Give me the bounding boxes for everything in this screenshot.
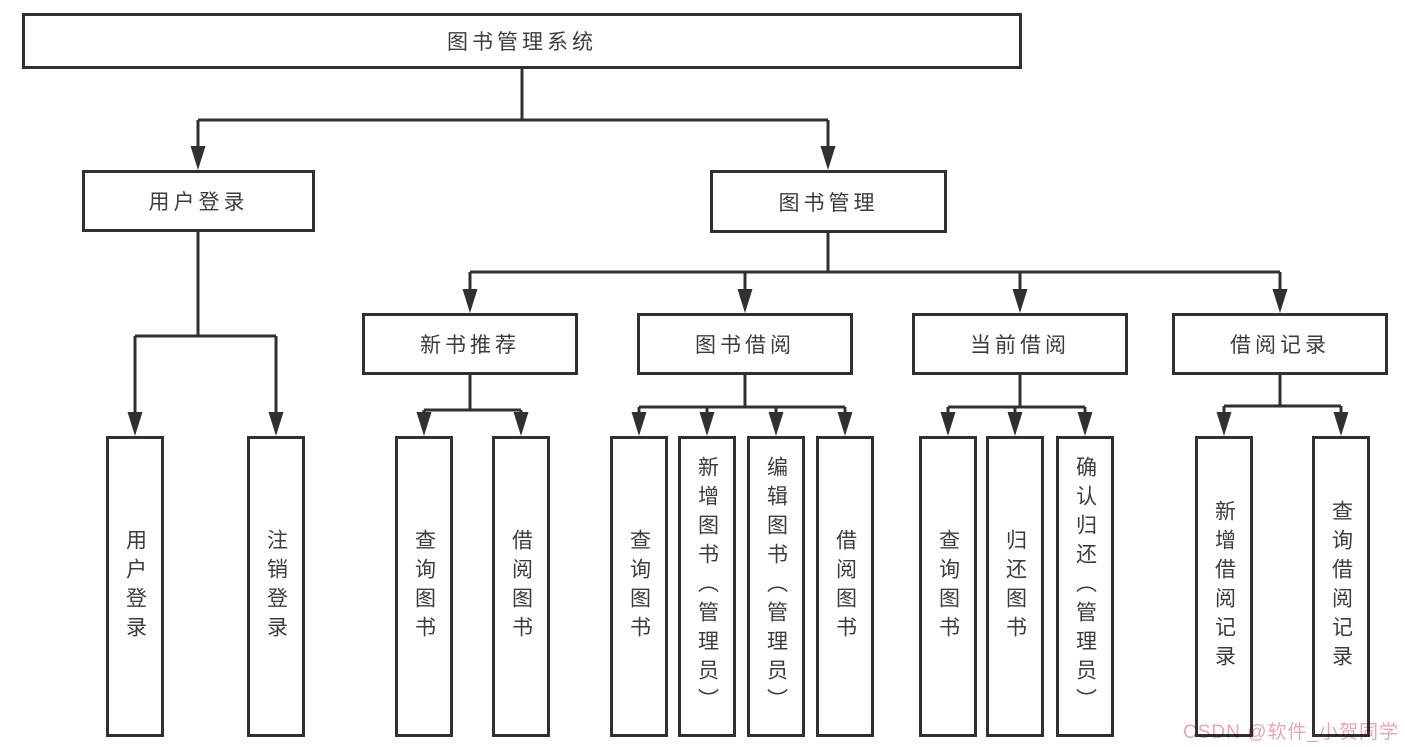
node-book-management-branch: 图书管理 bbox=[710, 170, 947, 233]
leaf-newbook-query-books: 查询图书 bbox=[395, 436, 453, 737]
leaf-borrow-query-books: 查询图书 bbox=[610, 436, 668, 737]
leaf-newbook-borrow-books: 借阅图书 bbox=[492, 436, 550, 737]
leaf-records-add-record: 新增借阅记录 bbox=[1195, 436, 1253, 737]
node-current-borrowing: 当前借阅 bbox=[912, 313, 1128, 375]
node-user-login-branch: 用户登录 bbox=[82, 170, 315, 232]
leaf-current-confirm-return-admin: 确认归还（管理员） bbox=[1056, 436, 1114, 737]
leaf-borrow-borrow-books: 借阅图书 bbox=[816, 436, 874, 737]
leaf-logout: 注销登录 bbox=[247, 436, 305, 737]
node-book-borrowing: 图书借阅 bbox=[637, 313, 853, 375]
leaf-current-return-books: 归还图书 bbox=[986, 436, 1044, 737]
node-new-book-recommend: 新书推荐 bbox=[362, 313, 578, 375]
leaf-records-query-record: 查询借阅记录 bbox=[1312, 436, 1370, 737]
node-library-system: 图书管理系统 bbox=[22, 13, 1022, 69]
leaf-current-query-books: 查询图书 bbox=[919, 436, 977, 737]
leaf-user-login: 用户登录 bbox=[106, 436, 164, 737]
leaf-borrow-add-books-admin: 新增图书（管理员） bbox=[678, 436, 736, 737]
node-borrow-records: 借阅记录 bbox=[1172, 313, 1388, 375]
csdn-watermark: CSDN @软件_小贺同学 bbox=[1183, 722, 1399, 743]
leaf-borrow-edit-books-admin: 编辑图书（管理员） bbox=[747, 436, 805, 737]
